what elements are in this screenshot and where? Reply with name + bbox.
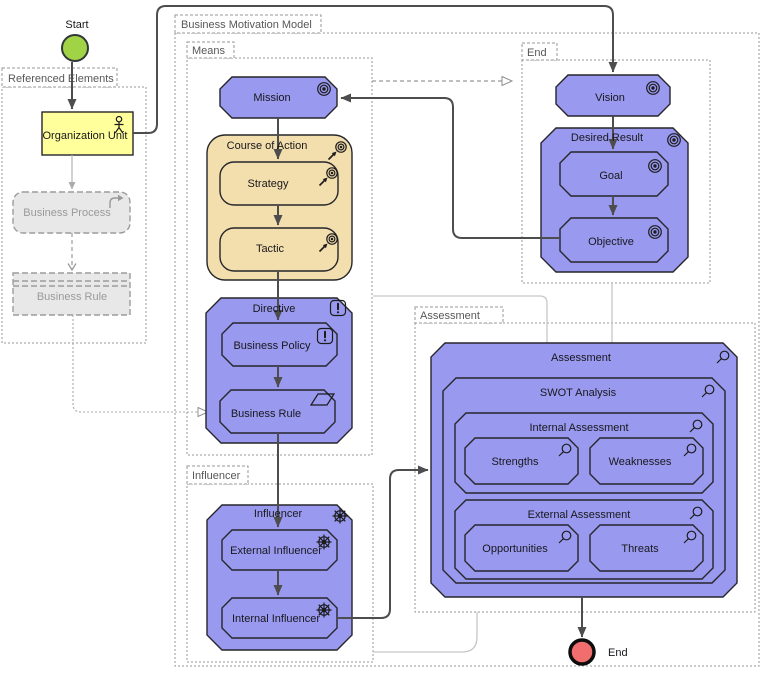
node-label-influencer: Influencer [254, 508, 303, 520]
node-strengths[interactable] [464, 437, 579, 485]
node-label-organization-unit: Organization Unit [43, 130, 128, 142]
node-business-policy[interactable] [221, 322, 338, 367]
node-organization-unit[interactable] [41, 111, 134, 156]
connector-means-to-assessment[interactable] [373, 295, 548, 343]
group-assessment[interactable]: Assessment [414, 306, 756, 613]
node-label-business-rule: Business Rule [231, 408, 301, 420]
node-goal[interactable] [559, 151, 669, 197]
group-business-motivation-model[interactable]: Business Motivation Model [174, 14, 760, 667]
node-vision[interactable] [555, 74, 671, 117]
node-label-opportunities: Opportunities [482, 543, 548, 555]
group-label-referenced-elements: Referenced Elements [8, 73, 114, 85]
node-label-mission: Mission [253, 92, 290, 104]
node-opportunities[interactable] [464, 524, 579, 572]
node-label-weaknesses: Weaknesses [609, 456, 672, 468]
node-label-tactic: Tactic [256, 243, 285, 255]
node-label-business-policy: Business Policy [233, 340, 311, 352]
parallelogram-icon [309, 393, 336, 406]
start-node[interactable] [61, 34, 89, 62]
connector-objective-to-mission[interactable] [340, 93, 560, 239]
node-label-external-assessment: External Assessment [528, 509, 631, 521]
node-business-process[interactable] [12, 191, 131, 234]
node-mission[interactable] [219, 76, 338, 119]
node-label-goal: Goal [599, 170, 622, 182]
group-end[interactable]: End [521, 42, 711, 284]
node-label-directive: Directive [253, 303, 296, 315]
group-means[interactable]: Means [186, 41, 373, 456]
start-label: Start [65, 19, 88, 31]
node-label-strategy: Strategy [248, 178, 289, 190]
node-weaknesses[interactable] [589, 437, 704, 485]
node-label-internal-influencer: Internal Influencer [232, 613, 320, 625]
node-label-internal-assessment: Internal Assessment [529, 422, 628, 434]
group-label-end: End [527, 47, 547, 59]
group-label-business-motivation-model: Business Motivation Model [181, 19, 312, 31]
node-label-threats: Threats [621, 543, 659, 555]
connector-ref-business-rule-to-business-rule[interactable] [72, 315, 208, 412]
connector-influencer-to-assessment[interactable] [373, 612, 478, 653]
group-influencer[interactable]: Influencer [186, 465, 374, 663]
end-label: End [608, 647, 628, 659]
node-label-business-rule-ref: Business Rule [37, 291, 107, 303]
node-objective[interactable] [559, 217, 669, 263]
helm-icon [331, 507, 349, 525]
node-label-vision: Vision [595, 92, 625, 104]
connector-organization-unit-to-vision[interactable] [133, 5, 618, 134]
business-rule-header-lines [13, 280, 130, 287]
node-label-strengths: Strengths [491, 456, 539, 468]
helm-icon [315, 601, 333, 619]
node-label-assessment: Assessment [551, 352, 611, 364]
node-label-desired-result: Desired Result [571, 132, 643, 144]
connector-internal-influencer-to-assessment[interactable] [337, 465, 429, 619]
group-label-means: Means [192, 45, 226, 57]
node-label-objective: Objective [588, 236, 634, 248]
helm-icon [315, 533, 333, 551]
group-label-influencer: Influencer [192, 470, 241, 482]
node-external-influencer[interactable] [221, 529, 338, 571]
node-threats[interactable] [589, 524, 704, 572]
node-label-swot-analysis: SWOT Analysis [540, 387, 617, 399]
node-internal-influencer[interactable] [221, 597, 338, 639]
node-business-rule-ref[interactable] [12, 272, 131, 316]
group-label-assessment: Assessment [420, 310, 480, 322]
node-label-business-process: Business Process [23, 207, 111, 219]
node-label-external-influencer: External Influencer [230, 545, 322, 557]
node-label-course-of-action: Course of Action [227, 140, 308, 152]
group-referenced-elements[interactable]: Referenced Elements [1, 67, 147, 344]
end-node[interactable] [568, 638, 596, 666]
